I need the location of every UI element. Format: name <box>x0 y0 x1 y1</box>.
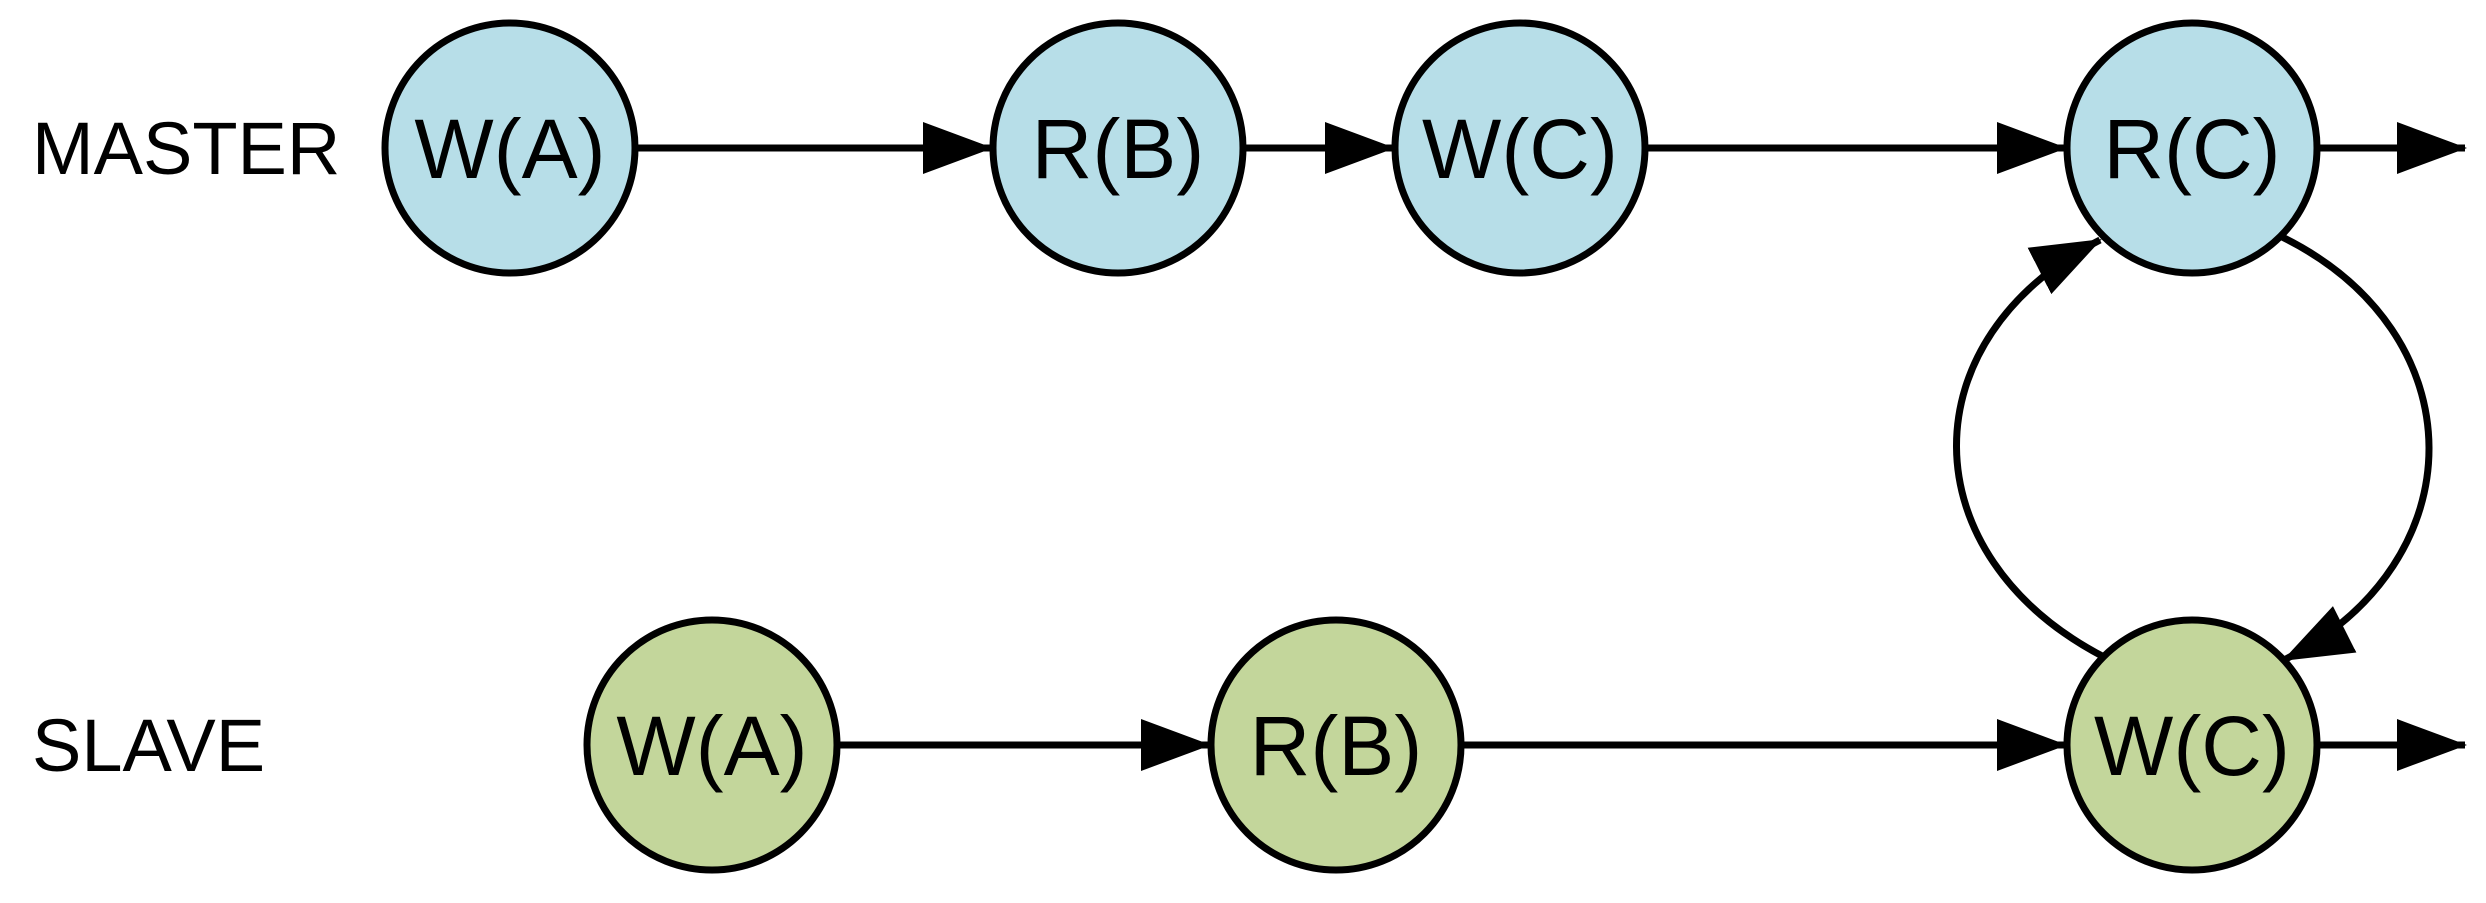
node-master-wc-label: W(C) <box>1422 102 1618 196</box>
node-slave-wc-label: W(C) <box>2094 699 2290 793</box>
node-slave-wc-circle <box>2063 616 2321 874</box>
node-slave-rb-circle <box>1207 616 1465 874</box>
node-master-wc: W(C) <box>1391 19 1649 277</box>
node-master-wa-circle <box>381 19 639 277</box>
curved-arrow-master-rc-to-slave-wc <box>2278 232 2433 664</box>
node-master-rc-circle <box>2063 19 2321 277</box>
row-label-slave: SLAVE <box>32 704 265 787</box>
node-master-wa-label: W(A) <box>414 102 605 196</box>
row-label-master: MASTER <box>32 107 340 190</box>
node-slave-rb-label: R(B) <box>1250 699 1423 793</box>
node-master-rc: R(C) <box>2063 19 2321 277</box>
node-slave-wa: W(A) <box>583 616 841 874</box>
node-master-rc-label: R(C) <box>2103 102 2280 196</box>
node-slave-wc: W(C) <box>2063 616 2321 874</box>
node-master-wa: W(A) <box>381 19 639 277</box>
node-slave-rb: R(B) <box>1207 616 1465 874</box>
node-slave-wa-circle <box>583 616 841 874</box>
node-master-rb-circle <box>989 19 1247 277</box>
curved-arrow-slave-wc-to-master-rc <box>1953 236 2106 661</box>
node-master-rb: R(B) <box>989 19 1247 277</box>
node-master-rb-label: R(B) <box>1032 102 1205 196</box>
node-slave-wa-label: W(A) <box>616 699 807 793</box>
node-master-wc-circle <box>1391 19 1649 277</box>
